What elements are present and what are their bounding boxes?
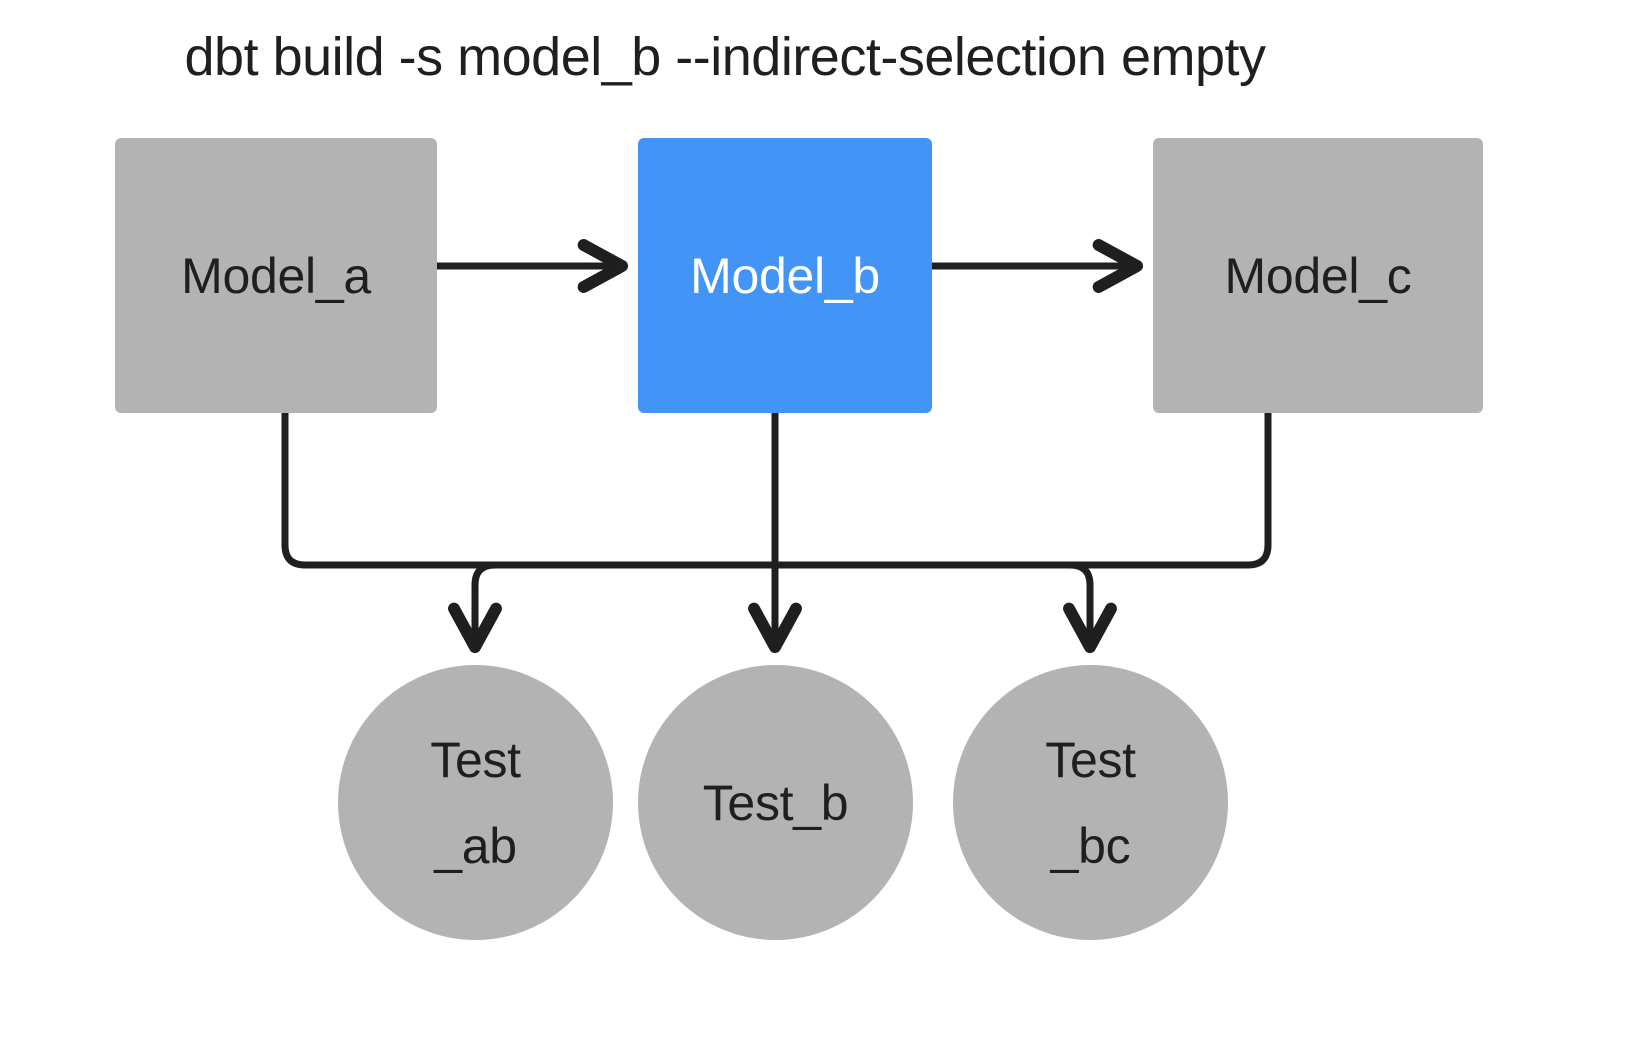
edge-model-a-to-bus bbox=[281, 413, 775, 569]
node-test-ab-label-line1: Test bbox=[430, 731, 521, 788]
node-test-ab-label-line2: _ab bbox=[434, 817, 517, 874]
node-test-b[interactable]: Test_b bbox=[638, 665, 913, 940]
node-model-c-label: Model_c bbox=[1224, 247, 1412, 304]
node-test-ab[interactable]: Test _ab bbox=[338, 665, 613, 940]
node-model-b-label: Model_b bbox=[690, 247, 880, 304]
node-test-bc-label-line1: Test bbox=[1045, 731, 1136, 788]
edge-model-c-to-bus bbox=[775, 413, 1272, 569]
node-model-b[interactable]: Model_b bbox=[638, 138, 932, 413]
page-title: dbt build -s model_b --indirect-selectio… bbox=[184, 27, 1267, 87]
node-model-a[interactable]: Model_a bbox=[115, 138, 437, 413]
edge-branch-to-test-ab bbox=[448, 561, 502, 654]
node-model-a-label: Model_a bbox=[181, 247, 371, 304]
node-test-bc-label-line2: _bc bbox=[1050, 817, 1131, 874]
edge-branch-to-test-bc bbox=[1063, 561, 1117, 654]
node-test-b-label-line1: Test_b bbox=[702, 774, 849, 831]
node-test-bc[interactable]: Test _bc bbox=[953, 665, 1228, 940]
node-model-c[interactable]: Model_c bbox=[1153, 138, 1483, 413]
